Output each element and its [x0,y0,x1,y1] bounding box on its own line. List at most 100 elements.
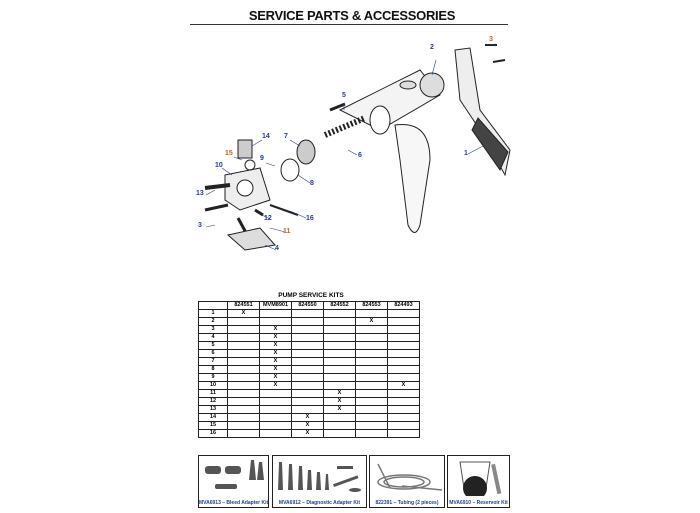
kit-cell [387,405,420,414]
callout-8: 9 [260,155,264,162]
kit-cell [387,333,420,342]
kit-cell [259,421,292,430]
kit-cell [291,349,324,358]
kit-cell [355,365,388,374]
kit-cell [355,405,388,414]
kit-cell [259,317,292,326]
kit-cell [291,397,324,406]
kit-cell [355,429,388,438]
pump-exploded-diagram [204,43,511,251]
part-number-cell: 1 [198,309,228,318]
callout-14: 14 [262,133,270,140]
kit-cell [227,333,260,342]
kit-cell [227,405,260,414]
kit-cell [323,413,356,422]
callout-1: 1 [464,150,468,157]
kit-cell: X [259,381,292,390]
kit-cell: X [259,373,292,382]
kit-cell [227,397,260,406]
kit-cell: X [259,349,292,358]
part-number-cell: 14 [198,413,228,422]
kit-cell [291,365,324,374]
kit-cell [291,373,324,382]
kit-cell [259,309,292,318]
tubing-image [377,463,443,491]
part-number-cell: 12 [198,397,228,406]
kit-cell [387,397,420,406]
kit-cell [323,317,356,326]
kit-cell: X [259,341,292,350]
kit-cell [387,421,420,430]
part-number-cell: 7 [198,357,228,366]
kit-cell [227,421,260,430]
kit-cell [227,317,260,326]
kit-cell [387,389,420,398]
table-row: 14 X [198,413,420,422]
column-header: 824551 [227,301,260,310]
accessory-label: MVA6910 – Reservoir Kit [449,500,508,506]
column-header: 824552 [323,301,356,310]
valve-block [224,139,271,211]
piston-6 [296,139,316,165]
kit-cell [355,373,388,382]
part-number-cell: 2 [198,317,228,326]
callout-12: 12 [264,215,272,222]
callout-3-bottom: 3 [198,222,202,229]
kit-cell [355,333,388,342]
kit-cell [227,373,260,382]
kit-cell [323,325,356,334]
kit-cell: X [291,413,324,422]
callout-3-top: 3 [489,36,493,43]
kit-cell: X [323,405,356,414]
callout-13: 13 [196,190,204,197]
kit-cell [387,349,420,358]
handle-lever [454,47,511,177]
kit-cell: X [259,325,292,334]
kit-cell [323,309,356,318]
kit-cell [227,365,260,374]
callout-11: 4 [275,245,279,252]
kit-cell [259,413,292,422]
part-number-cell: 4 [198,333,228,342]
kit-cell: X [259,333,292,342]
part-number-cell: 15 [198,421,228,430]
column-header: 824550 [291,301,324,310]
page-title: SERVICE PARTS & ACCESSORIES [248,8,456,23]
header-blank [198,301,228,310]
kit-cell [227,413,260,422]
kit-cell: X [355,317,388,326]
kit-cell [259,429,292,438]
kit-cell [291,333,324,342]
kit-cell: X [259,357,292,366]
kit-cell [355,381,388,390]
kit-cell: X [323,389,356,398]
part-number-cell: 11 [198,389,228,398]
callout-16: 16 [306,215,314,222]
clip-11 [226,227,276,251]
kit-cell [387,357,420,366]
kit-cell [323,357,356,366]
kit-cell [227,389,260,398]
kit-cell [291,325,324,334]
callout-9: 10 [215,162,223,169]
kit-cell [323,341,356,350]
kit-cell [227,325,260,334]
callout-10: 11 [283,228,291,235]
kit-cell [291,341,324,350]
kit-cell [355,389,388,398]
kit-cell [355,421,388,430]
kit-cell [387,365,420,374]
kit-cell [323,381,356,390]
part-number-cell: 10 [198,381,228,390]
